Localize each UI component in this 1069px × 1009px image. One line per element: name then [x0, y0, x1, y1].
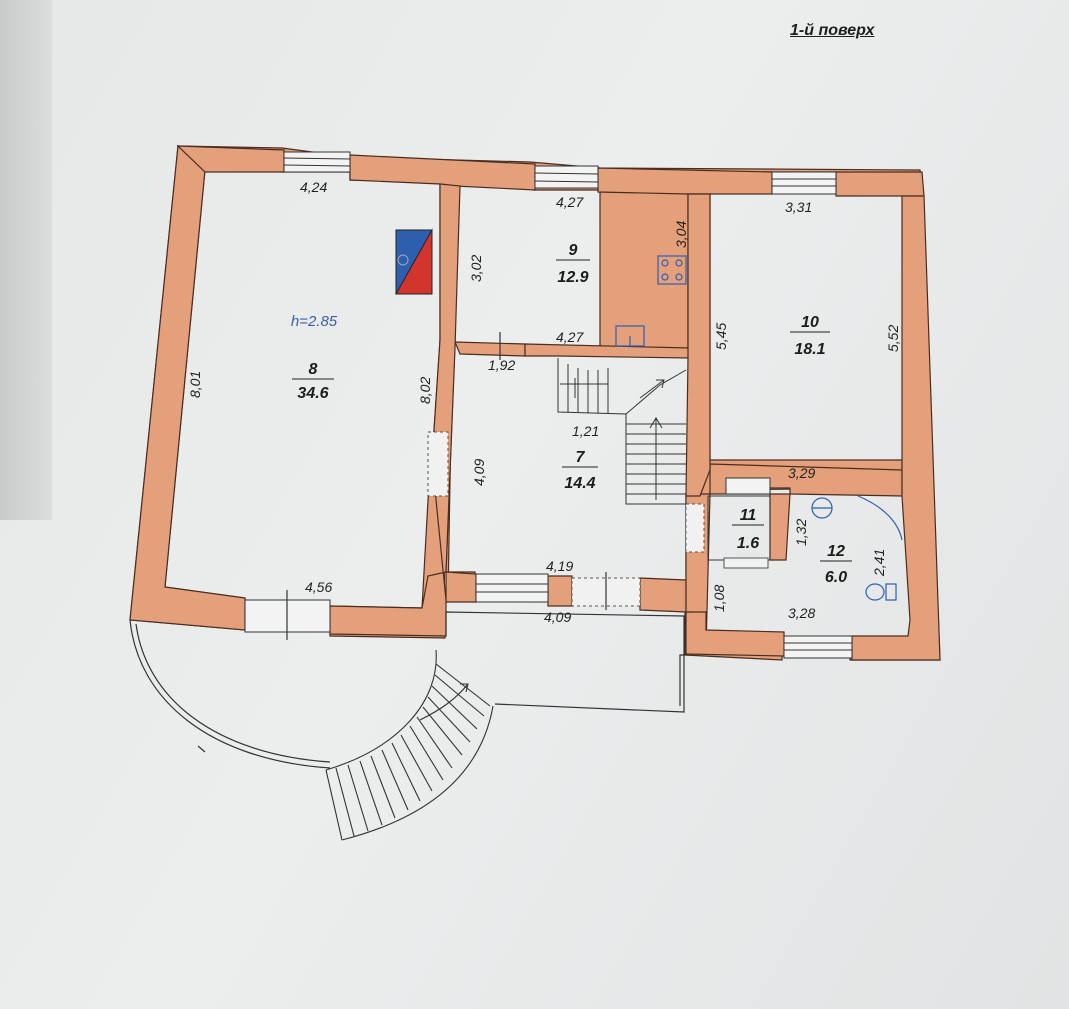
- dim-r12-left: 1,08: [711, 585, 727, 612]
- dim-r7-top: 1,92: [488, 357, 515, 373]
- terrace-outline: [445, 611, 685, 713]
- stair-direction-arrow: [649, 417, 663, 500]
- wall-room7-bottom-right: [639, 577, 687, 613]
- dim-r9-top: 4,27: [556, 194, 584, 210]
- toilet-icon: [865, 583, 897, 601]
- room-10-number: 10: [801, 314, 819, 331]
- dim-r9-right: 3,04: [673, 221, 689, 248]
- dim-r9-bottom: 4,27: [556, 329, 584, 345]
- room-11-door: [723, 557, 769, 569]
- window-room12-bottom: [783, 635, 853, 659]
- room-8-area: 34.6: [297, 385, 328, 402]
- shower-icon: [857, 495, 903, 541]
- dim-r7-stair: 1,21: [572, 423, 599, 439]
- wall-room9-bottom-2: [524, 343, 691, 359]
- room-12-area: 6.0: [825, 569, 847, 586]
- stove-icon: [657, 255, 687, 285]
- dim-r10-right: 5,52: [885, 325, 901, 352]
- window-room8-top: [283, 151, 351, 173]
- dim-r9-left: 3,02: [468, 255, 484, 282]
- room-8-number: 8: [309, 361, 318, 378]
- terrace-outline-inner: [679, 654, 684, 706]
- wall-room11-right: [769, 493, 791, 561]
- floor-title: 1-й поверх: [790, 22, 875, 39]
- door-room8-room7: [427, 431, 449, 497]
- room-10-area: 18.1: [794, 341, 825, 358]
- dim-r10-bottom: 3,29: [788, 465, 815, 481]
- window-room9-top: [534, 165, 599, 189]
- wall-room7-bottom-mid: [547, 575, 573, 607]
- room-labels: h=2.85 8 34.6 9 12.9 10 18.1 7 14.4 11 1…: [291, 242, 852, 586]
- windows: [244, 151, 853, 659]
- washbasin-icon: [811, 497, 833, 519]
- dim-r8-bottom: 4,56: [305, 579, 332, 595]
- dim-r12-bottom: 3,28: [788, 605, 815, 621]
- window-room7-bottom: [475, 573, 549, 603]
- wall-top-far-right: [835, 171, 925, 197]
- room-7-number: 7: [576, 449, 586, 466]
- room-11-number: 11: [740, 507, 757, 524]
- dim-r10-left: 5,45: [713, 323, 729, 350]
- ceiling-height-label: h=2.85: [291, 313, 338, 330]
- stair-arrow-icon: [419, 683, 469, 721]
- dim-r10-top: 3,31: [785, 199, 812, 215]
- chimney-icon: [395, 228, 433, 295]
- outdoor-staircase: [325, 649, 494, 841]
- wall-top-right: [597, 167, 773, 195]
- dim-r8-right: 8,02: [417, 377, 433, 404]
- dim-r11-right: 1,32: [793, 519, 809, 546]
- room-9-number: 9: [569, 242, 578, 259]
- dim-r12-right: 2,41: [871, 549, 887, 577]
- terrace-arc-inner: [135, 623, 331, 763]
- wall-room7-bottom: [445, 571, 477, 603]
- outer-walls: [176, 145, 941, 661]
- room-12-number: 12: [827, 543, 845, 560]
- room-7-area: 14.4: [564, 475, 595, 492]
- stair-outer-edge: [341, 705, 494, 841]
- terrace: [129, 611, 685, 769]
- wall-room9-right: [685, 193, 711, 497]
- left-sheet-edge: [0, 0, 52, 520]
- wall-room9-bottom: [454, 341, 526, 357]
- dimension-labels: 4,24 8,01 8,02 4,56 4,27 3,02 3,04 4,27 …: [187, 179, 901, 625]
- terrace-arc: [129, 619, 331, 769]
- sink-icon: [615, 325, 645, 347]
- room-11-area: 1.6: [737, 535, 759, 552]
- interior-staircase: [557, 358, 687, 505]
- room-9-area: 12.9: [557, 269, 588, 286]
- dim-r8-left: 8,01: [187, 371, 203, 398]
- dim-r7-bottom: 4,19: [546, 558, 573, 574]
- wall-bottom-right: [685, 611, 785, 657]
- dim-r8-top: 4,24: [300, 179, 327, 195]
- window-room10-top: [771, 171, 837, 195]
- dim-r7-left: 4,09: [471, 459, 487, 486]
- dim-porch: 4,09: [544, 609, 571, 625]
- stair-inner-edge: [325, 649, 437, 771]
- door-room7-hall: [685, 503, 705, 553]
- window-room11-top: [725, 477, 771, 495]
